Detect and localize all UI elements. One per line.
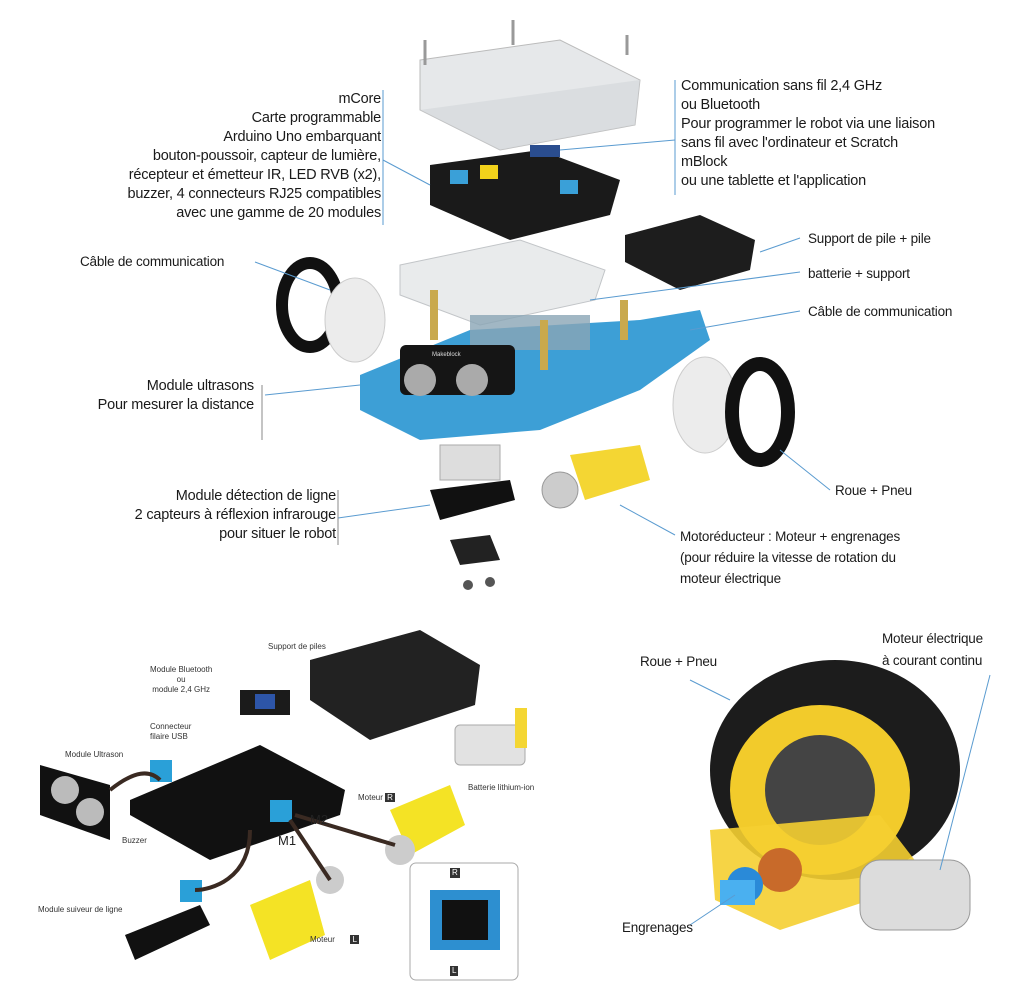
bl-motor-r-label: Moteur R [358,793,395,803]
bl-bluetooth-line: ou [176,675,186,684]
battery-support-label: batterie + support [808,266,910,281]
mcore-label: mCore Carte programmable Arduino Uno emb… [127,90,381,223]
br-wheel-motor [710,660,971,931]
bl-bluetooth-label: Module Bluetooth ou module 2,4 GHz [150,665,212,695]
cable-right-label: Câble de communication [808,304,953,319]
bl-lipo-battery [454,708,527,766]
line-detection-label: Module détection de ligne 2 capteurs à r… [134,487,337,544]
bl-m1-label: M1 [278,833,297,848]
bl-motor-l-text: Moteur [310,935,335,944]
left-wheel [276,257,386,363]
wireless-line: ou une tablette et l'application [681,173,867,189]
acrylic-plate [399,239,606,326]
gearmotor-line: Motoréducteur : Moteur + engrenages [680,529,901,544]
ultrasonic-label: Module ultrasons Pour mesurer la distanc… [97,377,255,415]
br-motor-line: Moteur électrique [882,631,983,646]
gearmotor-label: Motoréducteur : Moteur + engrenages (pou… [680,526,900,589]
bl-usb-line: filaire USB [150,732,188,741]
bl-motor-l [250,866,344,960]
mcore-line: buzzer, 4 connecteurs RJ25 compatibles [127,186,381,202]
bl-inset-l-tag: L [450,966,459,976]
bl-mcore-board [130,745,345,860]
wireless-line: Communication sans fil 2,4 GHz [681,78,883,94]
br-wheel-label: Roue + Pneu [640,654,717,669]
bl-battery-holder-label: Support de piles [268,642,326,651]
mcore-line: mCore [338,91,381,107]
chassis [360,290,710,440]
bl-motor-l-label: Moteur L [310,935,359,945]
gearmotor-line: moteur électrique [680,571,781,586]
wireless-line: Pour programmer le robot via une liaison [681,116,935,132]
wheel-label: Roue + Pneu [835,483,912,498]
bl-motor-l-tag: L [350,935,359,944]
wireless-label: Communication sans fil 2,4 GHz ou Blueto… [681,77,935,191]
bl-inset-r-tag: R [450,868,460,878]
bl-line-follower [125,880,210,960]
right-wheel [672,356,795,467]
gear-motors [439,444,650,509]
ultrasonic-sensor [400,345,515,396]
mcore-line: avec une gamme de 20 modules [176,205,381,221]
bl-battery-label: Batterie lithium-ion [468,783,535,792]
battery-holder [625,215,755,290]
battery-holder-label: Support de pile + pile [808,231,931,246]
wireless-line: mBlock [681,154,728,170]
bl-bluetooth-module [240,690,290,715]
bl-m2-label: M2 [310,812,329,827]
br-motor-line: à courant continu [882,653,983,668]
mcore-line: Carte programmable [251,110,382,126]
line-detection-line: 2 capteurs à réflexion infrarouge [134,507,337,523]
bl-motor-r-tag: R [385,793,395,802]
bl-motor-r-text: Moteur [358,793,383,802]
bl-ultrasonic [40,765,110,840]
line-sensor [430,480,515,590]
line-detection-line: pour situer le robot [219,526,336,542]
mcore-line: récepteur et émetteur IR, LED RVB (x2), [128,167,381,183]
br-motor-label: Moteur électrique à courant continu [882,628,983,672]
bl-inset [409,862,519,981]
bl-usb-label: Connecteur filaire USB [150,722,191,742]
bl-motor-r [385,785,465,865]
cable-left-label: Câble de communication [80,254,225,269]
bl-ultrasonic-label: Module Ultrason [65,750,124,759]
mcore-board [430,145,620,240]
bl-buzzer-label: Buzzer [122,836,147,845]
mcore-line: Arduino Uno embarquant [223,129,381,145]
bl-battery-holder [310,630,480,740]
leader-lines [254,80,831,545]
ultrasonic-line: Module ultrasons [146,378,254,394]
mcore-line: bouton-poussoir, capteur de lumière, [152,148,381,164]
bl-bluetooth-line: Module Bluetooth [150,665,213,674]
line-detection-line: Module détection de ligne [175,488,336,504]
bl-usb-line: Connecteur [150,722,192,731]
bl-bluetooth-line: module 2,4 GHz [152,685,211,694]
br-leader-lines [689,674,991,926]
wireless-line: sans fil avec l'ordinateur et Scratch [681,135,899,151]
bl-line-follower-label: Module suiveur de ligne [38,905,123,914]
top-cover [419,20,641,151]
ultrasonic-line: Pour mesurer la distance [97,397,255,413]
br-gears-label: Engrenages [622,920,693,935]
board-logo: Makeblock [432,352,461,358]
wireless-line: ou Bluetooth [681,97,761,113]
gearmotor-line: (pour réduire la vitesse de rotation du [680,550,896,565]
